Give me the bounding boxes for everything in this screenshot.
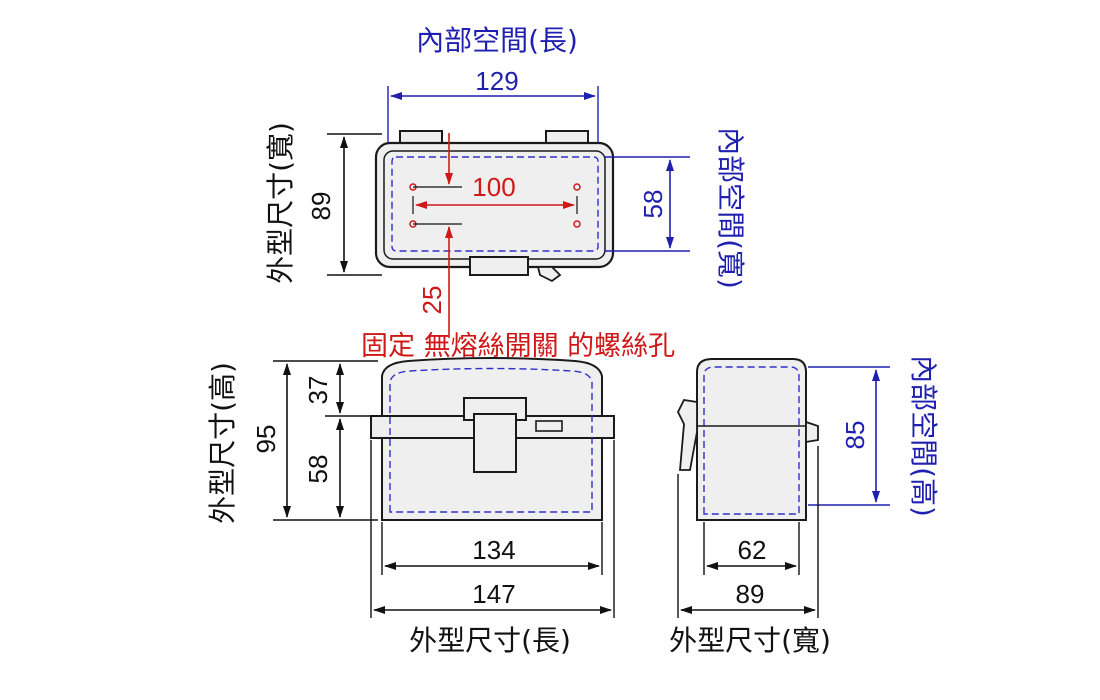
dim-front-heights (273, 360, 378, 521)
top-inner-length-label: 內部空間(長) (416, 24, 578, 57)
side-inner-width-value: 62 (738, 535, 767, 565)
dim-hole-offset (413, 133, 462, 338)
front-outer-length-label: 外型尺寸(長) (409, 624, 571, 657)
front-view-lid (381, 357, 603, 417)
screw-hole-note: 固定 無熔絲開關 的螺絲孔 (361, 331, 675, 362)
dim-top-inner-width (604, 156, 690, 252)
top-view-latch (469, 256, 529, 276)
top-outer-width-label: 外型尺寸(寬) (264, 122, 297, 284)
top-inner-width-label: 內部空間(寬) (714, 127, 747, 289)
front-view (370, 357, 615, 521)
front-outer-height-value: 95 (251, 425, 281, 454)
top-view-inner-space (391, 156, 599, 252)
top-view-latch-hook (536, 266, 562, 283)
side-view-latch (676, 399, 698, 471)
front-outer-length-value: 147 (472, 579, 515, 609)
side-view-body (696, 358, 807, 521)
front-view-lock-slot (535, 420, 563, 432)
dim-top-inner-length (387, 86, 599, 143)
side-view (676, 358, 819, 521)
dim-front-lengths (370, 440, 615, 618)
front-view-latch-plate (473, 413, 517, 473)
dim-hole-spacing (412, 196, 578, 214)
hole-spacing-value: 100 (472, 172, 515, 202)
dim-side-inner-height (808, 366, 890, 506)
front-base-height-value: 58 (303, 455, 333, 484)
side-inner-height-label: 內部空間(高) (907, 355, 940, 517)
side-view-hinge (805, 420, 819, 444)
side-outer-width-value: 89 (736, 579, 765, 609)
front-lid-height-value: 37 (303, 376, 333, 405)
dim-side-widths (677, 446, 819, 618)
front-view-inner-space (389, 367, 593, 513)
hole-offset-value: 25 (417, 286, 447, 315)
side-inner-height-value: 85 (840, 421, 870, 450)
screw-hole (573, 220, 581, 228)
front-inner-length-value: 134 (472, 535, 515, 565)
top-inner-length-value: 129 (475, 66, 518, 96)
screw-hole (573, 183, 581, 191)
top-outer-width-value: 89 (306, 192, 336, 221)
dim-top-outer-width (327, 133, 382, 276)
side-outer-width-label: 外型尺寸(寬) (669, 624, 831, 657)
top-inner-width-value: 58 (638, 190, 668, 219)
front-outer-height-label: 外型尺寸(高) (206, 362, 239, 524)
